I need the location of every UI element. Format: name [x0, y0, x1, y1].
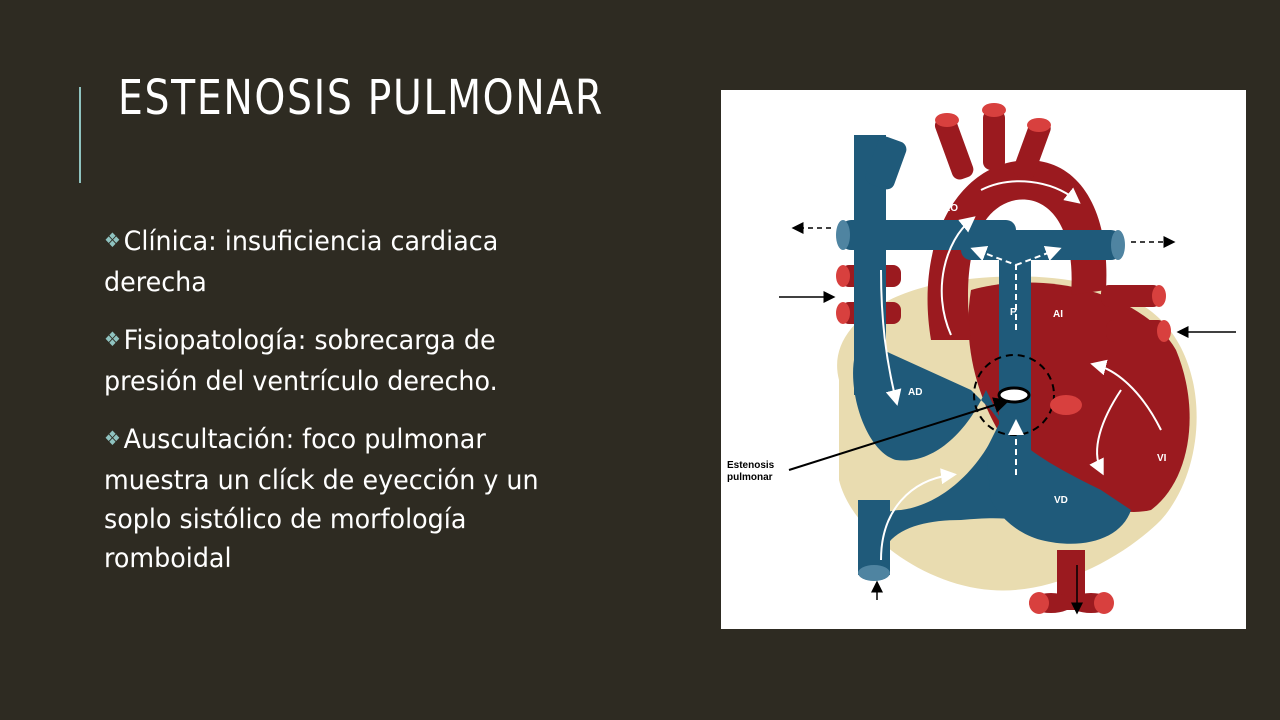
label-p: P — [1010, 307, 1017, 318]
label-estenosis-line2: pulmonar — [727, 472, 773, 483]
diamond-bullet-icon: ❖ — [104, 426, 121, 450]
stenotic-valve — [997, 386, 1031, 404]
label-vd: VD — [1054, 495, 1068, 506]
aortic-branch-3 — [1013, 118, 1051, 180]
pulmonary-vein-right-1 — [1101, 285, 1161, 307]
diamond-bullet-icon: ❖ — [104, 327, 121, 351]
slide-title: ESTENOSIS PULMONAR — [118, 70, 604, 126]
bullet-list: ❖Clínica: insuficiencia cardiaca derecha… — [104, 222, 604, 597]
label-vi: VI — [1157, 453, 1167, 464]
aortic-branch-1 — [934, 115, 974, 180]
bullet-text: Fisiopatología: sobrecarga de presión de… — [104, 325, 498, 397]
pulmonary-vein-right-2 — [1106, 320, 1166, 342]
aortic-branch-2 — [983, 110, 1005, 170]
stenosis-circle — [973, 354, 1055, 436]
diamond-bullet-icon: ❖ — [104, 228, 121, 252]
pulmonary-artery-trunk — [999, 260, 1031, 470]
aortic-arch — [927, 160, 1107, 340]
bullet-text: Auscultación: foco pulmonar muestra un c… — [104, 424, 539, 574]
pulmonary-artery-right-branch — [961, 230, 1121, 260]
heart-diagram-svg: AO AI P AD VI VD Estenosis pulmonar — [727, 103, 1236, 615]
svc-branch — [865, 136, 907, 190]
bullet-item-auscultacion: ❖Auscultación: foco pulmonar muestra un … — [104, 420, 593, 578]
bullet-item-clinica: ❖Clínica: insuficiencia cardiaca derecha — [104, 222, 593, 302]
bullet-item-fisiopatologia: ❖Fisiopatología: sobrecarga de presión d… — [104, 321, 593, 401]
label-estenosis-line1: Estenosis — [727, 460, 775, 471]
label-ai: AI — [1053, 309, 1063, 320]
inferior-vena-cava — [858, 500, 890, 575]
title-accent-line — [79, 87, 81, 183]
bullet-text: Clínica: insuficiencia cardiaca derecha — [104, 226, 499, 298]
label-ao: AO — [943, 203, 958, 214]
mitral-valve — [1050, 395, 1082, 415]
label-ad: AD — [908, 387, 922, 398]
heart-diagram: AO AI P AD VI VD Estenosis pulmonar — [721, 90, 1246, 629]
